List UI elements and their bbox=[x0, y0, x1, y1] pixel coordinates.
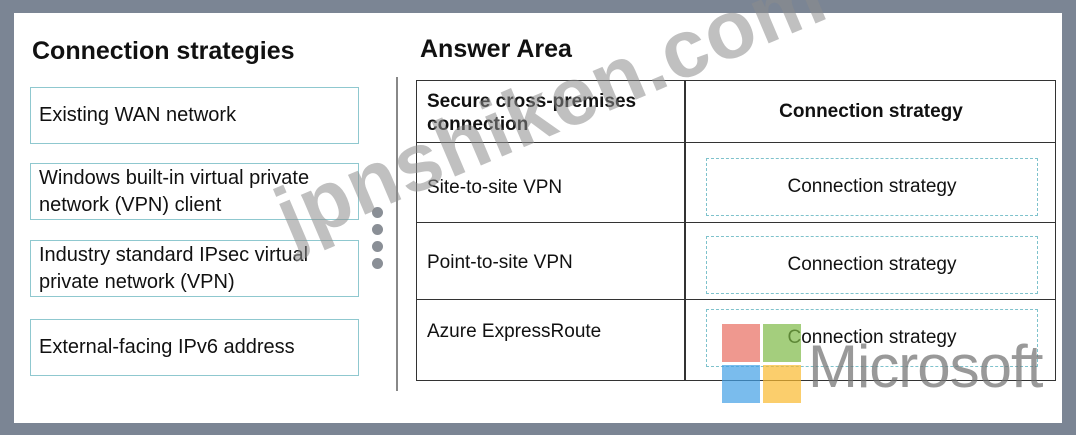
panel-divider bbox=[396, 77, 398, 391]
row-label-expressroute: Azure ExpressRoute bbox=[427, 321, 602, 342]
strategy-existing-wan[interactable]: Existing WAN network bbox=[30, 87, 359, 144]
handle-dot bbox=[371, 224, 383, 235]
strategy-ipv6-address[interactable]: External-facing IPv6 address bbox=[30, 319, 359, 376]
answer-table: Secure cross-premises connection Connect… bbox=[416, 80, 1056, 381]
logo-square bbox=[763, 324, 801, 362]
table-header-row: Secure cross-premises connection Connect… bbox=[417, 81, 1055, 143]
handle-dot bbox=[371, 241, 383, 252]
connection-strategies-heading: Connection strategies bbox=[32, 37, 295, 65]
drop-target-expressroute[interactable]: Connection strategy bbox=[706, 309, 1038, 367]
logo-square bbox=[763, 365, 801, 403]
strategy-windows-vpn-client[interactable]: Windows built-in virtual private network… bbox=[30, 163, 359, 220]
answer-area-heading: Answer Area bbox=[420, 35, 572, 63]
table-row: Site-to-site VPN Connection strategy bbox=[417, 143, 1055, 223]
question-panel: Connection strategies Existing WAN netwo… bbox=[14, 13, 1062, 423]
row-label-site-to-site: Site-to-site VPN bbox=[427, 177, 563, 198]
row-label-point-to-site: Point-to-site VPN bbox=[427, 252, 573, 273]
header-connection-strategy: Connection strategy bbox=[779, 101, 963, 122]
drop-target-point-to-site[interactable]: Connection strategy bbox=[706, 236, 1038, 294]
drag-handle-icon[interactable] bbox=[371, 207, 383, 269]
column-divider bbox=[684, 81, 686, 380]
handle-dot bbox=[371, 258, 383, 269]
logo-square bbox=[722, 365, 760, 403]
table-row: Azure ExpressRoute Connection strategy bbox=[417, 300, 1055, 380]
strategy-ipsec-vpn[interactable]: Industry standard IPsec virtual private … bbox=[30, 240, 359, 297]
header-cross-premises: Secure cross-premises connection bbox=[427, 91, 637, 135]
table-row: Point-to-site VPN Connection strategy bbox=[417, 223, 1055, 300]
logo-square bbox=[722, 324, 760, 362]
drop-target-site-to-site[interactable]: Connection strategy bbox=[706, 158, 1038, 216]
handle-dot bbox=[371, 207, 383, 218]
microsoft-logo-icon bbox=[722, 324, 802, 404]
